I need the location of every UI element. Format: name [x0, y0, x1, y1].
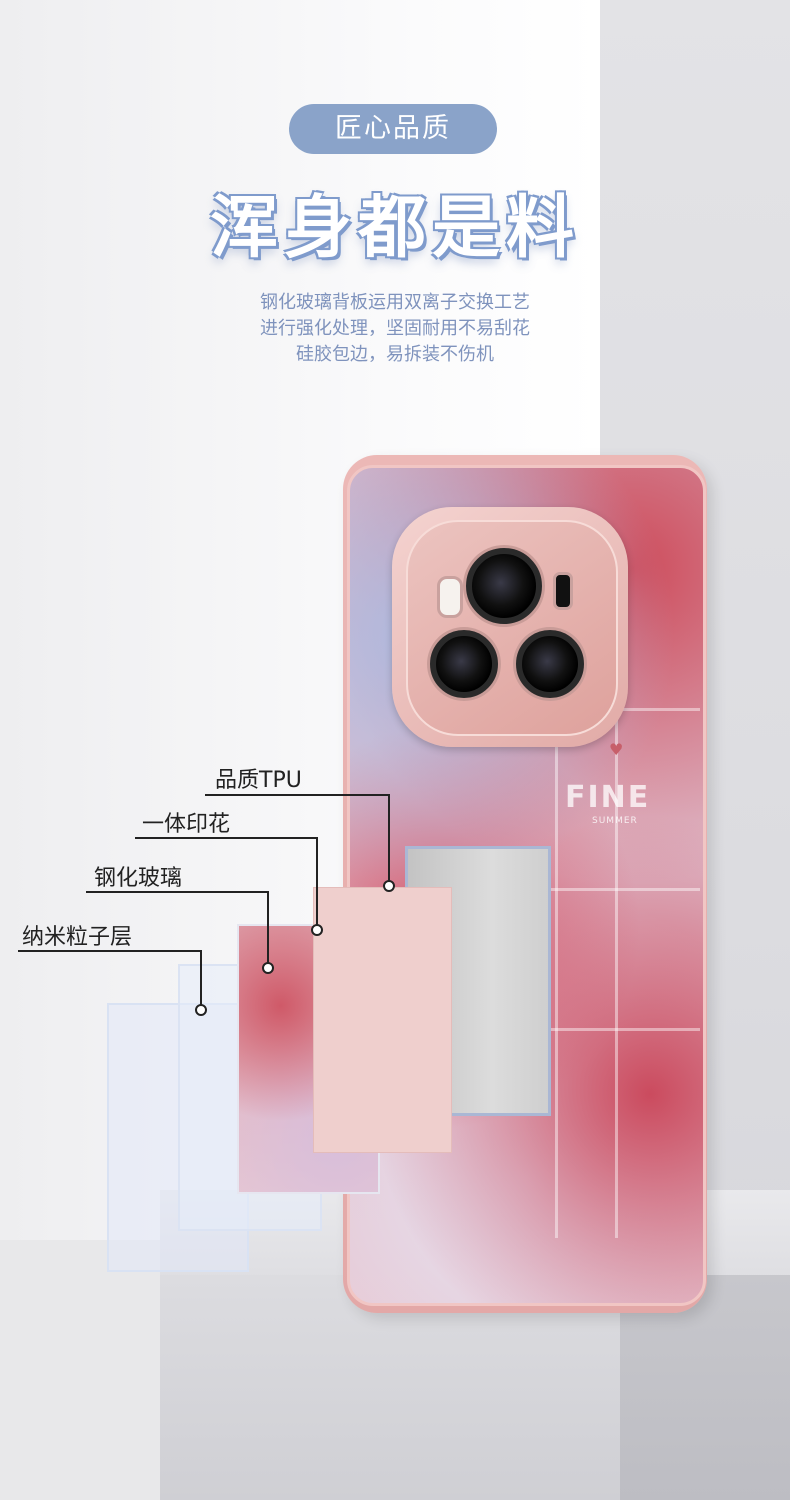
page-headline: 浑身都是料 — [209, 189, 580, 268]
callout-dot-printing — [311, 924, 323, 936]
callout-dot-glass — [262, 962, 274, 974]
window-frame-line — [615, 538, 618, 1238]
description: 钢化玻璃背板运用双离子交换工艺 进行强化处理，坚固耐用不易刮花 硅胶包边，易拆装… — [0, 290, 790, 368]
window-frame-line — [550, 708, 700, 711]
description-line-3: 硅胶包边，易拆装不伤机 — [296, 344, 494, 365]
callout-dot-tpu — [383, 880, 395, 892]
callout-line-glass-vertical — [267, 891, 269, 964]
camera-lens-icon — [430, 630, 498, 698]
callout-line-tpu — [205, 794, 390, 796]
quality-badge: 匠心品质 — [289, 104, 497, 154]
callout-line-nano — [18, 950, 202, 952]
callout-line-printing-vertical — [316, 837, 318, 925]
callout-dot-nano — [195, 1004, 207, 1016]
main-camera-lens-icon — [466, 548, 542, 624]
print-text: FINE — [565, 780, 651, 815]
sensor-icon — [553, 572, 573, 610]
window-frame-line — [555, 538, 558, 1238]
label-printing: 一体印花 — [142, 812, 231, 837]
callout-line-nano-vertical — [200, 950, 202, 1005]
description-line-1: 钢化玻璃背板运用双离子交换工艺 — [260, 292, 530, 313]
callout-line-printing — [135, 837, 318, 839]
window-frame-line — [550, 1028, 700, 1031]
label-glass: 钢化玻璃 — [94, 866, 183, 891]
description-line-2: 进行强化处理，坚固耐用不易刮花 — [260, 318, 530, 339]
flash-icon — [437, 576, 463, 618]
heart-icon: ♥ — [609, 740, 624, 759]
window-frame-line — [550, 888, 700, 891]
label-nano: 纳米粒子层 — [22, 925, 133, 950]
tpu-layer — [313, 887, 452, 1153]
callout-line-tpu-vertical — [388, 794, 390, 884]
print-subtext: SUMMER — [592, 816, 638, 826]
label-tpu: 品质TPU — [215, 768, 302, 793]
camera-lens-icon — [516, 630, 584, 698]
callout-line-glass — [86, 891, 269, 893]
